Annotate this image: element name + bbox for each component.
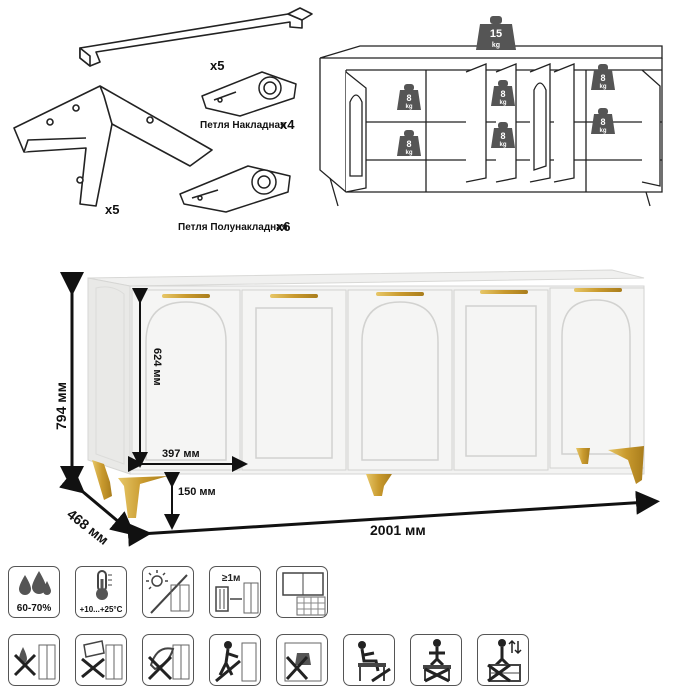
no-abrasive-icon bbox=[75, 634, 127, 686]
door-5 bbox=[549, 287, 645, 469]
no-standing-icon bbox=[477, 634, 529, 686]
no-liquid-icon bbox=[8, 634, 60, 686]
shelf-grid-icon bbox=[276, 566, 328, 618]
svg-text:8: 8 bbox=[600, 73, 605, 83]
weight-icon-shelf-2: 8 kg bbox=[397, 130, 421, 156]
svg-text:kg: kg bbox=[405, 150, 412, 156]
overlay-hinge-icon bbox=[201, 71, 297, 117]
handle-icon bbox=[79, 7, 313, 67]
weight-icon-top: 15 kg bbox=[476, 16, 516, 50]
svg-text:kg: kg bbox=[499, 142, 506, 148]
leg-height-dimension: 150 мм bbox=[178, 486, 216, 498]
leg-icon bbox=[13, 85, 213, 207]
load-diagram: 15 kg 8 kg 8 kg 8 kg 8 kg 8 kg 8 kg bbox=[319, 16, 663, 207]
door-handle bbox=[270, 294, 318, 298]
svg-text:8: 8 bbox=[406, 93, 411, 103]
svg-text:kg: kg bbox=[599, 128, 606, 134]
leg-qty: x5 bbox=[105, 202, 119, 217]
svg-text:kg: kg bbox=[599, 84, 606, 90]
overlay-hinge-qty: x4 bbox=[280, 117, 295, 132]
door-handle bbox=[480, 290, 528, 294]
parts-illustration: x5 x5 Петля Накладная x4 Петля Полунакла… bbox=[13, 7, 313, 234]
no-heavy-load-icon bbox=[276, 634, 328, 686]
weight-icon-shelf-5: 8 kg bbox=[591, 64, 615, 90]
door-4 bbox=[453, 289, 549, 471]
width-dimension: 2001 мм bbox=[370, 522, 426, 538]
svg-text:≥1м: ≥1м bbox=[222, 573, 240, 584]
no-sitting-icon bbox=[343, 634, 395, 686]
weight-icon-shelf-3: 8 kg bbox=[491, 80, 515, 106]
svg-text:kg: kg bbox=[492, 42, 500, 49]
handle-qty: x5 bbox=[210, 58, 224, 73]
door-1 bbox=[131, 289, 241, 471]
no-sunlight-icon bbox=[142, 566, 194, 618]
weight-icon-shelf-1: 8 kg bbox=[397, 84, 421, 110]
svg-text:15: 15 bbox=[490, 28, 502, 40]
weight-icon-shelf-4: 8 kg bbox=[491, 122, 515, 148]
heater-distance-icon: ≥1м bbox=[209, 566, 261, 618]
svg-text:kg: kg bbox=[499, 100, 506, 106]
no-impact-icon bbox=[209, 634, 261, 686]
door-handle bbox=[376, 292, 424, 296]
door-2 bbox=[241, 289, 347, 471]
depth-dimension: 468 мм bbox=[64, 506, 112, 548]
overlay-hinge-label: Петля Накладная bbox=[200, 120, 286, 131]
height-dimension: 794 мм bbox=[53, 382, 69, 430]
svg-text:kg: kg bbox=[405, 104, 412, 110]
svg-text:8: 8 bbox=[500, 131, 505, 141]
door-handle bbox=[574, 288, 622, 292]
half-hinge-qty: x6 bbox=[276, 219, 290, 234]
sideboard-drawing: 794 мм 468 мм 2001 мм 624 мм 397 мм 150 … bbox=[53, 269, 660, 548]
no-climbing-icon bbox=[410, 634, 462, 686]
weight-icon-shelf-6: 8 kg bbox=[591, 108, 615, 134]
door-handle bbox=[162, 294, 210, 298]
door-width-dimension: 397 мм bbox=[162, 448, 200, 460]
temperature-icon: +10...+25°C bbox=[75, 566, 127, 618]
no-solvent-icon bbox=[142, 634, 194, 686]
door-3 bbox=[347, 289, 453, 471]
svg-text:8: 8 bbox=[600, 117, 605, 127]
half-overlay-hinge-icon bbox=[179, 165, 291, 213]
svg-text:8: 8 bbox=[500, 89, 505, 99]
door-height-dimension: 624 мм bbox=[151, 348, 163, 386]
humidity-icon: 60-70% bbox=[8, 566, 60, 618]
half-hinge-label: Петля Полунакладная bbox=[178, 222, 288, 233]
svg-text:8: 8 bbox=[406, 139, 411, 149]
